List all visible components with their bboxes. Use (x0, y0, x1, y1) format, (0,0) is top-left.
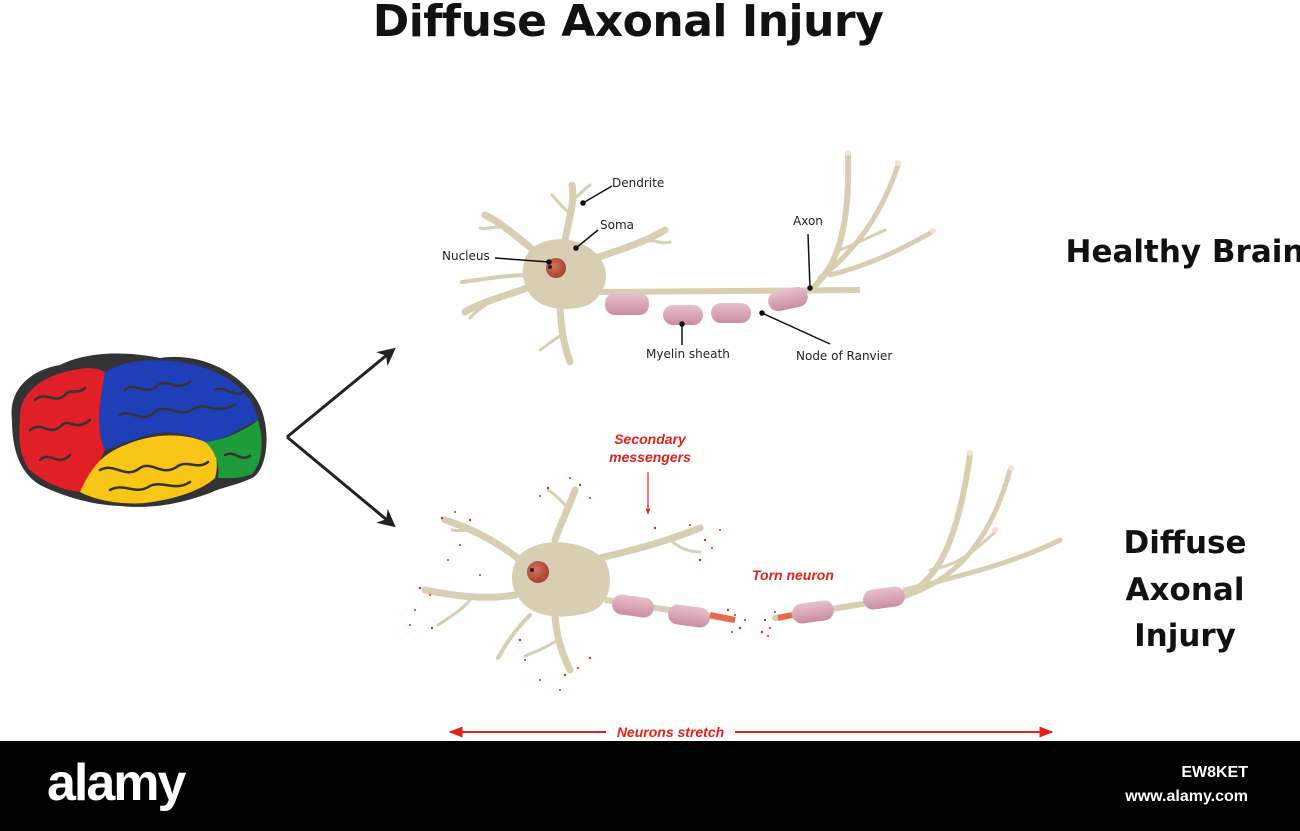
healthy-neuron (462, 150, 936, 362)
label-axon: Axon (793, 214, 823, 228)
label-soma: Soma (600, 218, 634, 232)
label-myelin-sheath: Myelin sheath (646, 347, 730, 361)
secondary-messengers-line-2: messengers (590, 448, 710, 466)
brain-illustration (12, 354, 267, 507)
injured-neuron (425, 450, 1060, 670)
image-id: EW8KET (1181, 764, 1248, 782)
torn-neuron-label: Torn neuron (752, 566, 834, 584)
healthy-brain-label: Healthy Brain (1050, 229, 1300, 276)
alamy-logo: alamy (47, 753, 184, 813)
diffuse-axonal-injury-label: Diffuse Axonal Injury (1060, 520, 1300, 660)
arrow-to-healthy (287, 350, 393, 437)
secondary-messengers-label: Secondary messengers (590, 430, 710, 466)
footer-url: www.alamy.com (1125, 788, 1248, 806)
dai-label-line-1: Diffuse Axonal (1060, 520, 1300, 613)
arrow-to-injury (287, 437, 393, 525)
watermark-footer: alamy EW8KET www.alamy.com (0, 741, 1300, 831)
label-dendrite: Dendrite (612, 176, 664, 190)
neurons-stretch-label: Neurons stretch (608, 723, 733, 741)
dai-label-line-2: Injury (1060, 613, 1300, 660)
label-nucleus: Nucleus (442, 249, 490, 263)
secondary-messengers-line-1: Secondary (590, 430, 710, 448)
label-node-of-ranvier: Node of Ranvier (796, 349, 892, 363)
